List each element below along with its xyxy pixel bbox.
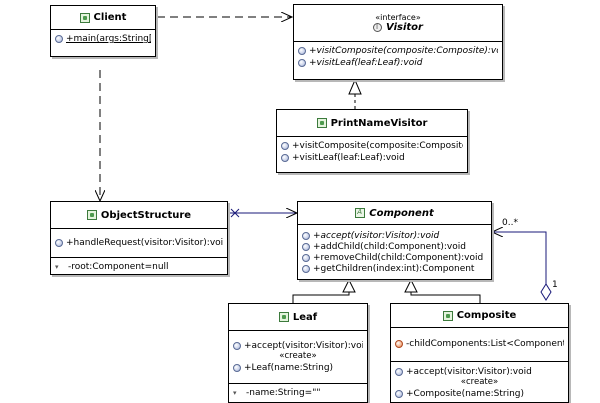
class-icon (442, 310, 453, 321)
class-icon (316, 118, 327, 128)
method: +removeChild(child:Component):void (313, 252, 484, 263)
method: +accept(visitor:Visitor):void (406, 366, 532, 377)
public-method-icon (302, 253, 310, 262)
client-class[interactable]: Client +main(args:String[]):void (50, 5, 156, 57)
composite-class[interactable]: Composite -childComponents:List<Componen… (390, 303, 569, 403)
interface-stereotype: «interface» (375, 13, 421, 22)
method: +Leaf(name:String) (244, 362, 334, 373)
class-name: Composite (456, 310, 517, 321)
method: +Composite(name:String) (406, 388, 525, 399)
public-method-icon (55, 35, 63, 43)
class-name: Visitor (386, 22, 423, 33)
method: +visitLeaf(leaf:Leaf):void (309, 58, 423, 68)
association-cross-icon (230, 208, 240, 218)
interface-icon (373, 23, 383, 32)
field-icon: ▾ (55, 262, 59, 271)
public-method-icon (298, 59, 306, 67)
private-field-icon (395, 340, 403, 348)
public-method-icon (233, 341, 241, 350)
field-icon: ▾ (233, 388, 237, 397)
field: -name:String="" (246, 388, 321, 398)
class-name: Client (93, 12, 127, 23)
class-icon (278, 312, 289, 322)
leaf-class[interactable]: Leaf +accept(visitor:Visitor):void «crea… (228, 303, 368, 403)
create-stereotype: «create» (460, 377, 499, 387)
field: -childComponents:List<Component> (406, 339, 564, 349)
public-method-icon (302, 242, 310, 251)
public-method-icon (395, 367, 403, 376)
objectstructure-class[interactable]: ObjectStructure +handleRequest(visitor:V… (50, 201, 228, 275)
public-method-icon (302, 231, 310, 240)
public-method-icon (302, 264, 310, 273)
class-name: ObjectStructure (100, 209, 192, 221)
public-method-icon (281, 142, 289, 150)
public-method-icon (298, 47, 306, 55)
composite-aggregation-line (492, 232, 547, 284)
class-name: Component (369, 207, 434, 219)
public-method-icon (55, 239, 63, 247)
public-method-icon (281, 154, 289, 162)
printnamevisitor-class[interactable]: PrintNameVisitor +visitComposite(composi… (276, 109, 468, 173)
class-name: Leaf (292, 311, 318, 323)
multiplicity-many: 0..* (502, 218, 518, 228)
method: +addChild(child:Component):void (313, 241, 466, 252)
composite-generalization-line (410, 292, 481, 303)
realization-arrowhead (348, 78, 362, 95)
public-method-icon (395, 389, 403, 398)
multiplicity-one: 1 (552, 280, 558, 290)
method: +visitComposite(composite:Composite):voi… (292, 141, 463, 151)
field: -root:Component=null (68, 262, 169, 272)
method: +visitLeaf(leaf:Leaf):void (292, 153, 405, 163)
class-icon (79, 12, 90, 23)
create-stereotype: «create» (279, 351, 317, 361)
composite-generalization-arrowhead (404, 278, 418, 293)
public-method-icon (233, 363, 241, 372)
leaf-generalization-arrowhead (342, 278, 356, 293)
method: +accept(visitor:Visitor):void (313, 230, 440, 241)
method: +getChildren(index:int):Component (313, 263, 475, 274)
class-name: PrintNameVisitor (330, 117, 428, 129)
class-icon (86, 210, 97, 220)
method: +accept(visitor:Visitor):void (244, 340, 363, 351)
method: +visitComposite(composite:Composite):voi… (309, 46, 498, 56)
aggregation-diamond (540, 283, 552, 301)
visitor-interface[interactable]: «interface» Visitor +visitComposite(comp… (293, 4, 503, 80)
method: +main(args:String[]):void (66, 34, 151, 44)
component-abstract-class[interactable]: Component +accept(visitor:Visitor):void … (297, 201, 492, 280)
abstract-class-icon (355, 208, 366, 218)
leaf-generalization-line (292, 292, 350, 303)
method: +handleRequest(visitor:Visitor):void (66, 238, 223, 248)
